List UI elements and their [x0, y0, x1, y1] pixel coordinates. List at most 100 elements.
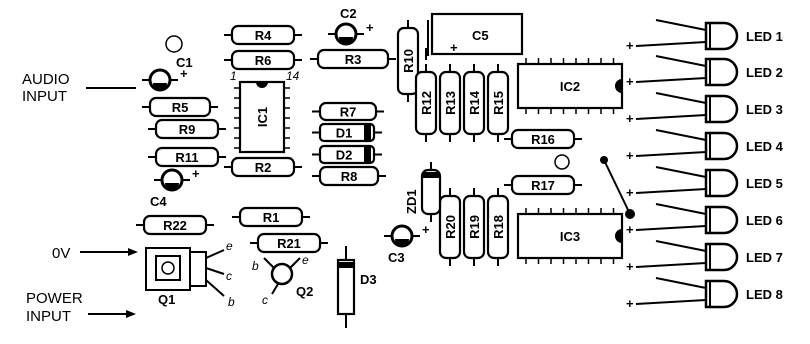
svg-text:D3: D3	[360, 272, 377, 287]
mounting-hole	[165, 35, 183, 53]
svg-text:R17: R17	[531, 178, 555, 193]
svg-text:e: e	[226, 239, 233, 253]
resistor-zd1	[420, 162, 442, 222]
zener-zd1-label: ZD1	[404, 189, 419, 214]
led-led-3: +LED 3	[626, 92, 783, 126]
svg-text:e: e	[302, 253, 309, 267]
diode-d2: D2	[312, 144, 382, 165]
svg-text:R19: R19	[467, 215, 482, 239]
svg-text:LED 2: LED 2	[746, 65, 783, 80]
led-led-2: + LED 2	[626, 55, 783, 89]
svg-text:c: c	[226, 269, 232, 283]
led-led-6: + LED 6	[626, 203, 783, 237]
transistor-q2: b e c Q2	[252, 253, 313, 307]
svg-text:LED 6: LED 6	[746, 213, 783, 228]
svg-text:+: +	[450, 40, 458, 55]
audio-input-label-line2: INPUT	[22, 88, 67, 105]
resistor-r20: R20	[438, 188, 462, 266]
led-led-7: + LED 7	[626, 240, 783, 274]
svg-text:IC3: IC3	[560, 229, 580, 244]
svg-text:+: +	[626, 222, 634, 237]
capacitor-c1: C1+	[142, 55, 193, 92]
svg-text:C4: C4	[150, 194, 167, 209]
resistor-r8: R8	[312, 165, 386, 187]
svg-text:R11: R11	[175, 150, 198, 165]
svg-text:14: 14	[286, 69, 300, 83]
capacitor-c5: C5 +	[425, 12, 524, 60]
svg-text:D1: D1	[336, 126, 353, 141]
svg-text:C5: C5	[472, 28, 489, 43]
svg-text:Q2: Q2	[296, 284, 313, 299]
svg-text:C1: C1	[176, 55, 193, 70]
svg-text:C2: C2	[340, 6, 357, 21]
svg-text:b: b	[228, 295, 235, 309]
resistor-r1: R1	[232, 206, 310, 228]
resistor-r21: R21	[250, 232, 328, 254]
diode-d3: D3	[336, 246, 377, 328]
transistor-q1: e c b Q1	[145, 239, 235, 309]
power-input-arrow	[126, 310, 136, 318]
jumper-wire	[603, 159, 631, 215]
svg-text:+: +	[192, 166, 200, 181]
svg-text:R5: R5	[172, 100, 189, 115]
svg-text:R1: R1	[263, 210, 280, 225]
power-input-label-line2: INPUT	[26, 308, 71, 325]
svg-text:+: +	[626, 111, 634, 126]
resistor-r6: R6	[224, 49, 302, 71]
led-group: +LED 1+LED 2+LED 3+LED 4+LED 5+LED 6+LED…	[626, 19, 784, 311]
ic-ic3: IC3	[516, 208, 624, 264]
svg-text:R13: R13	[443, 91, 458, 115]
led-led-5: +LED 5	[626, 166, 783, 200]
svg-text:R6: R6	[255, 53, 272, 68]
resistor-r9: R9	[148, 118, 226, 140]
svg-text:R16: R16	[531, 132, 555, 147]
ic-ic2: IC2	[516, 58, 624, 114]
svg-text:R7: R7	[340, 105, 357, 120]
svg-text:R8: R8	[341, 169, 358, 184]
resistor-r3: R3	[310, 48, 396, 70]
svg-text:D2: D2	[336, 148, 353, 163]
svg-text:+: +	[626, 296, 634, 311]
resistor-r13: R13	[438, 64, 462, 142]
svg-text:R21: R21	[277, 236, 301, 251]
svg-text:c: c	[262, 293, 268, 307]
svg-text:R10: R10	[401, 49, 416, 73]
svg-text:+: +	[626, 259, 634, 274]
svg-text:R18: R18	[491, 215, 506, 239]
zero-volt-arrow	[128, 248, 138, 256]
svg-text:R4: R4	[255, 28, 272, 43]
svg-text:R15: R15	[491, 91, 506, 115]
svg-text:+: +	[180, 66, 188, 81]
resistor-r2: R2	[224, 156, 302, 178]
resistor-r18: R18	[486, 188, 510, 266]
svg-text:R12: R12	[419, 91, 434, 115]
svg-text:+: +	[626, 74, 634, 89]
svg-text:IC1: IC1	[255, 107, 270, 127]
resistor-r17: R17	[504, 174, 582, 196]
resistor-r12: R12	[414, 64, 438, 142]
audio-input-label-line1: AUDIO	[22, 71, 70, 88]
led-led-8: +LED 8	[626, 277, 783, 311]
resistor-r22: R22	[136, 214, 214, 236]
capacitor-c4: C4 +	[150, 166, 200, 209]
svg-text:C3: C3	[388, 250, 405, 265]
resistor-r16: R16	[504, 128, 582, 150]
svg-text:LED 7: LED 7	[746, 250, 783, 265]
resistor-r7: R7	[312, 101, 384, 122]
svg-text:IC2: IC2	[560, 79, 580, 94]
svg-text:R2: R2	[255, 160, 272, 175]
svg-text:+: +	[626, 148, 634, 163]
svg-text:+: +	[366, 20, 374, 35]
svg-text:R3: R3	[345, 52, 362, 67]
svg-text:+: +	[626, 38, 634, 53]
svg-text:R14: R14	[467, 90, 482, 115]
svg-text:R20: R20	[443, 215, 458, 239]
capacitor-c2: C2 +	[328, 6, 374, 46]
resistor-r5: R5	[142, 96, 218, 118]
resistor-r10: R10	[396, 20, 420, 102]
led-led-1: +LED 1	[626, 19, 783, 53]
